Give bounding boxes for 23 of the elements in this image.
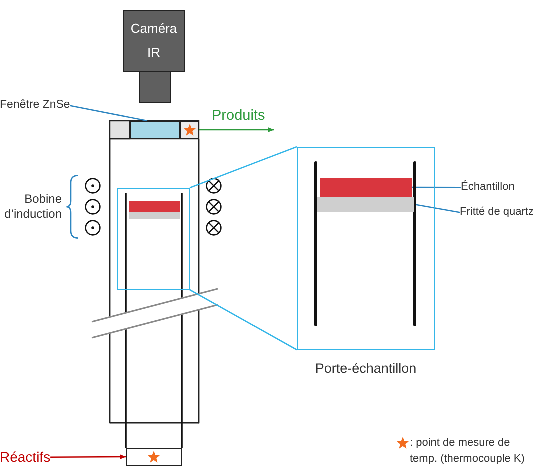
callout-label: Échantillon — [461, 181, 515, 194]
projection-line — [190, 289, 298, 351]
sample-layer — [320, 178, 412, 197]
leader-line — [412, 186, 461, 188]
thermocouple-cell — [126, 448, 182, 466]
camera-label: Caméra IR — [130, 20, 178, 62]
quartz-frit-layer — [317, 197, 414, 212]
inlet-label: Réactifs — [0, 449, 51, 466]
panel-caption: Porte-échantillon — [314, 361, 418, 377]
projection-line — [190, 146, 298, 189]
leader-line — [414, 204, 460, 214]
camera-body — [123, 10, 185, 72]
legend-text: : point de mesure de temp. (thermocouple K) — [410, 436, 526, 467]
leader-line — [70, 105, 148, 122]
callout-label: Fritté de quartz — [460, 206, 534, 220]
edge-label: Produits — [212, 108, 266, 125]
zoom-region-frame — [117, 188, 190, 290]
window-pane — [130, 121, 180, 139]
callout-label: Fenêtre ZnSe — [0, 99, 70, 113]
coil-label: Bobine d’induction — [4, 192, 62, 222]
arrow — [199, 128, 274, 132]
thermocouple-cell — [180, 121, 199, 139]
arrow — [50, 454, 126, 460]
